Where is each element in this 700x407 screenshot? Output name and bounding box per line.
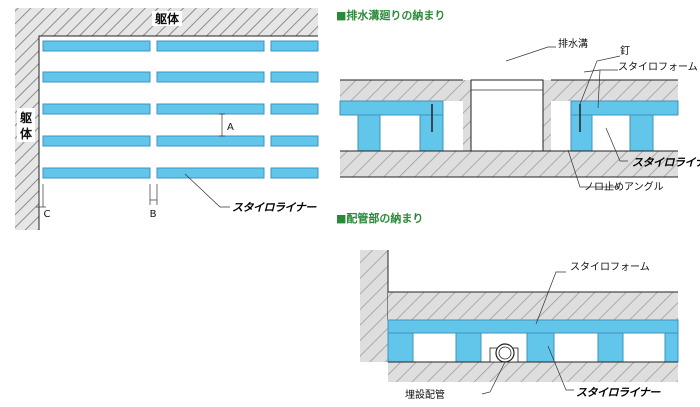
foam-bar	[270, 103, 319, 115]
drain-slab-right	[551, 151, 678, 177]
drain-brand-label: スタイロライナー	[632, 156, 700, 169]
plan-top-wall-label: 躯体	[154, 11, 180, 26]
drain-leader-brand	[605, 127, 628, 162]
foam-bar	[156, 167, 265, 179]
pipe-label-foam: スタイロフォーム	[570, 261, 650, 273]
drain-label-angle: ノロ止めアングル	[584, 180, 664, 193]
drain-label-foam: スタイロフォーム	[618, 61, 698, 73]
pipe-detail: ■配管部の納まり スタイロフォーム 埋設配管 スタイロライナー	[336, 211, 679, 401]
foam-bar	[270, 71, 319, 83]
drain-topping-left	[340, 80, 463, 101]
drain-label-drain: 排水溝	[558, 37, 588, 50]
plan-brand-leader	[184, 173, 230, 208]
foam-bar	[156, 135, 265, 147]
pipe-leader-pipe	[481, 361, 506, 395]
plan-left-wall-label-1: 躯	[19, 110, 32, 125]
pipe-foam-leg	[664, 332, 679, 363]
foam-bar	[156, 71, 265, 83]
plan-foam-bars	[42, 40, 319, 179]
pipe-topping	[388, 292, 678, 320]
pipe-foam-top	[387, 319, 679, 334]
drain-slab-middle	[463, 151, 551, 177]
foam-bar	[42, 135, 151, 147]
drain-topping-right	[551, 80, 678, 101]
pipe-foam-leg	[455, 332, 482, 363]
drain-label-nail: 釘	[620, 44, 630, 57]
foam-bar	[156, 40, 265, 52]
drain-leader-foam	[583, 69, 618, 73]
plan-view: 躯体 躯 体 A	[15, 8, 319, 230]
foam-bar	[42, 103, 151, 115]
drain-title: ■排水溝廻りの納まり	[336, 8, 445, 22]
pipe-foam-leg	[597, 332, 624, 363]
drain-foam-top-right	[570, 100, 679, 116]
pipe-slab	[388, 362, 678, 382]
pipe-foam-leg	[526, 332, 555, 363]
foam-bar	[42, 71, 151, 83]
drain-slab-left	[340, 151, 463, 177]
pipe-wall	[360, 250, 388, 362]
pipe-brand-label: スタイロライナー	[576, 386, 661, 399]
dimension-b-label: B	[150, 209, 157, 220]
foam-bar	[42, 40, 151, 52]
pipe-leader-brand	[547, 345, 574, 391]
drain-foam-top-left	[339, 100, 444, 116]
dimension-a-label: A	[227, 122, 234, 133]
pipe-foam-leg	[387, 332, 414, 363]
dimension-c-label: C	[44, 209, 51, 220]
pipe-title: ■配管部の納まり	[336, 211, 423, 225]
drain-channel	[470, 79, 544, 152]
drain-foam-leg	[357, 114, 381, 152]
pipe-leader-foam	[535, 271, 566, 325]
drain-foam-leg	[629, 114, 654, 152]
plan-left-wall-label-2: 体	[20, 126, 33, 141]
dimension-b: B	[150, 184, 158, 220]
pipe-label-pipe: 埋設配管	[405, 388, 445, 401]
foam-bar	[270, 40, 319, 52]
drain-foam-leg	[570, 114, 593, 152]
dimension-c: C	[36, 184, 51, 220]
plan-brand-label: スタイロライナー	[232, 201, 317, 214]
foam-bar	[270, 135, 319, 147]
foam-bar	[156, 103, 265, 115]
drain-detail: ■排水溝廻りの納まり 排水溝 釘 スタイ	[336, 8, 700, 193]
foam-bar	[270, 167, 319, 179]
dimension-a: A	[219, 113, 234, 137]
drain-leader-nail	[579, 55, 621, 105]
foam-bar	[42, 167, 151, 179]
drain-leader-drain	[505, 46, 556, 62]
drain-leader-angle	[567, 149, 620, 188]
